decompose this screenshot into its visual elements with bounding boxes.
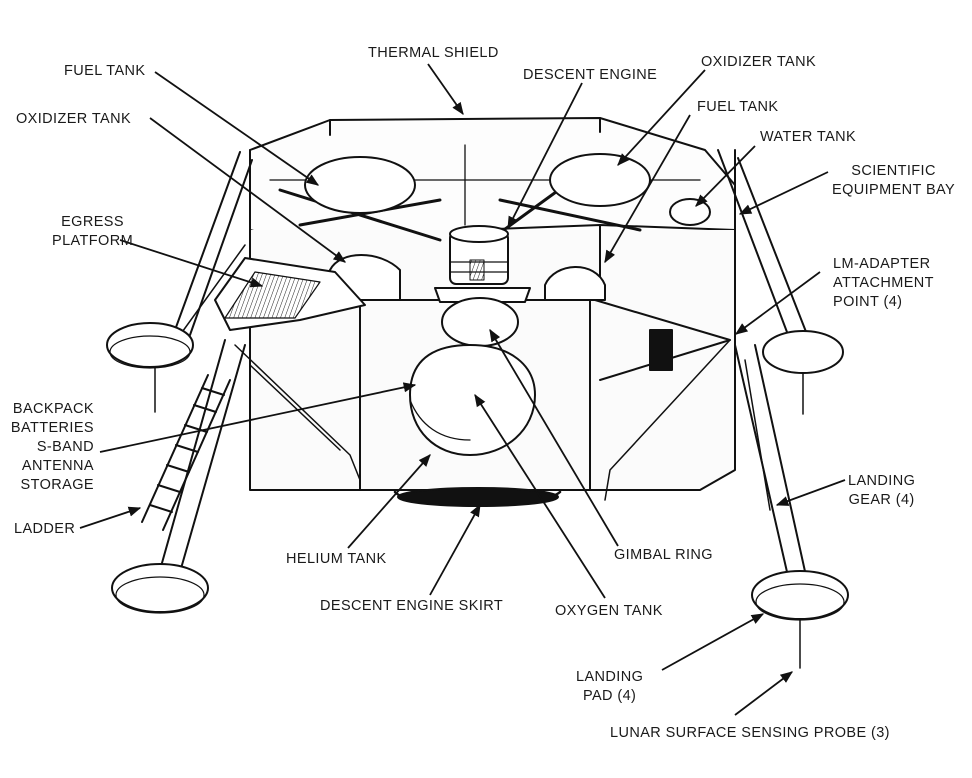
landing-gear-legs [159, 149, 811, 586]
label-oxidizer-tank-right: OXIDIZER TANK [701, 54, 817, 70]
label-scientific-equipment-bay: SCIENTIFIC EQUIPMENT BAY [832, 163, 956, 198]
label-egress-platform: EGRESS PLATFORM [52, 214, 134, 249]
label-oxygen-tank: OXYGEN TANK [555, 603, 663, 619]
label-oxidizer-tank-left: OXIDIZER TANK [16, 111, 132, 127]
leader-lines [79, 63, 846, 716]
helium-tank-shape [409, 344, 536, 456]
label-backpack-batteries: BACKPACK BATTERIES S-BAND ANTENNA STORAG… [10, 401, 94, 493]
label-fuel-tank-right: FUEL TANK [697, 99, 779, 115]
landing-pad-right-front [751, 570, 849, 620]
label-water-tank: WATER TANK [760, 129, 857, 145]
fuel-tank-right-shape [544, 266, 606, 301]
label-gimbal-ring: GIMBAL RING [614, 547, 713, 563]
label-descent-engine: DESCENT ENGINE [523, 67, 658, 83]
label-descent-engine-skirt: DESCENT ENGINE SKIRT [320, 598, 504, 614]
water-tank-shape [669, 198, 711, 226]
label-lunar-surface-sensing-probe: LUNAR SURFACE SENSING PROBE (3) [610, 725, 890, 741]
cross-beam [278, 158, 642, 242]
label-lm-adapter-attachment: LM-ADAPTER ATTACHMENT POINT (4) [833, 256, 934, 310]
label-ladder: LADDER [14, 521, 76, 537]
oxygen-tank-shape [441, 297, 519, 347]
ladder-shape [141, 374, 231, 531]
fuel-tank-top-left [304, 156, 416, 214]
landing-pad-left-front [111, 563, 209, 613]
label-landing-gear: LANDING GEAR (4) [848, 473, 916, 508]
label-thermal-shield: THERMAL SHIELD [368, 45, 499, 61]
landing-pad-left-rear [106, 322, 194, 368]
label-helium-tank: HELIUM TANK [286, 551, 387, 567]
gimbal-ring-shape [434, 287, 531, 303]
oxidizer-tank-top-right [549, 153, 651, 207]
label-landing-pad: LANDING PAD (4) [576, 669, 644, 704]
landing-pad-right-rear [762, 330, 844, 374]
label-fuel-tank-left: FUEL TANK [64, 63, 146, 79]
